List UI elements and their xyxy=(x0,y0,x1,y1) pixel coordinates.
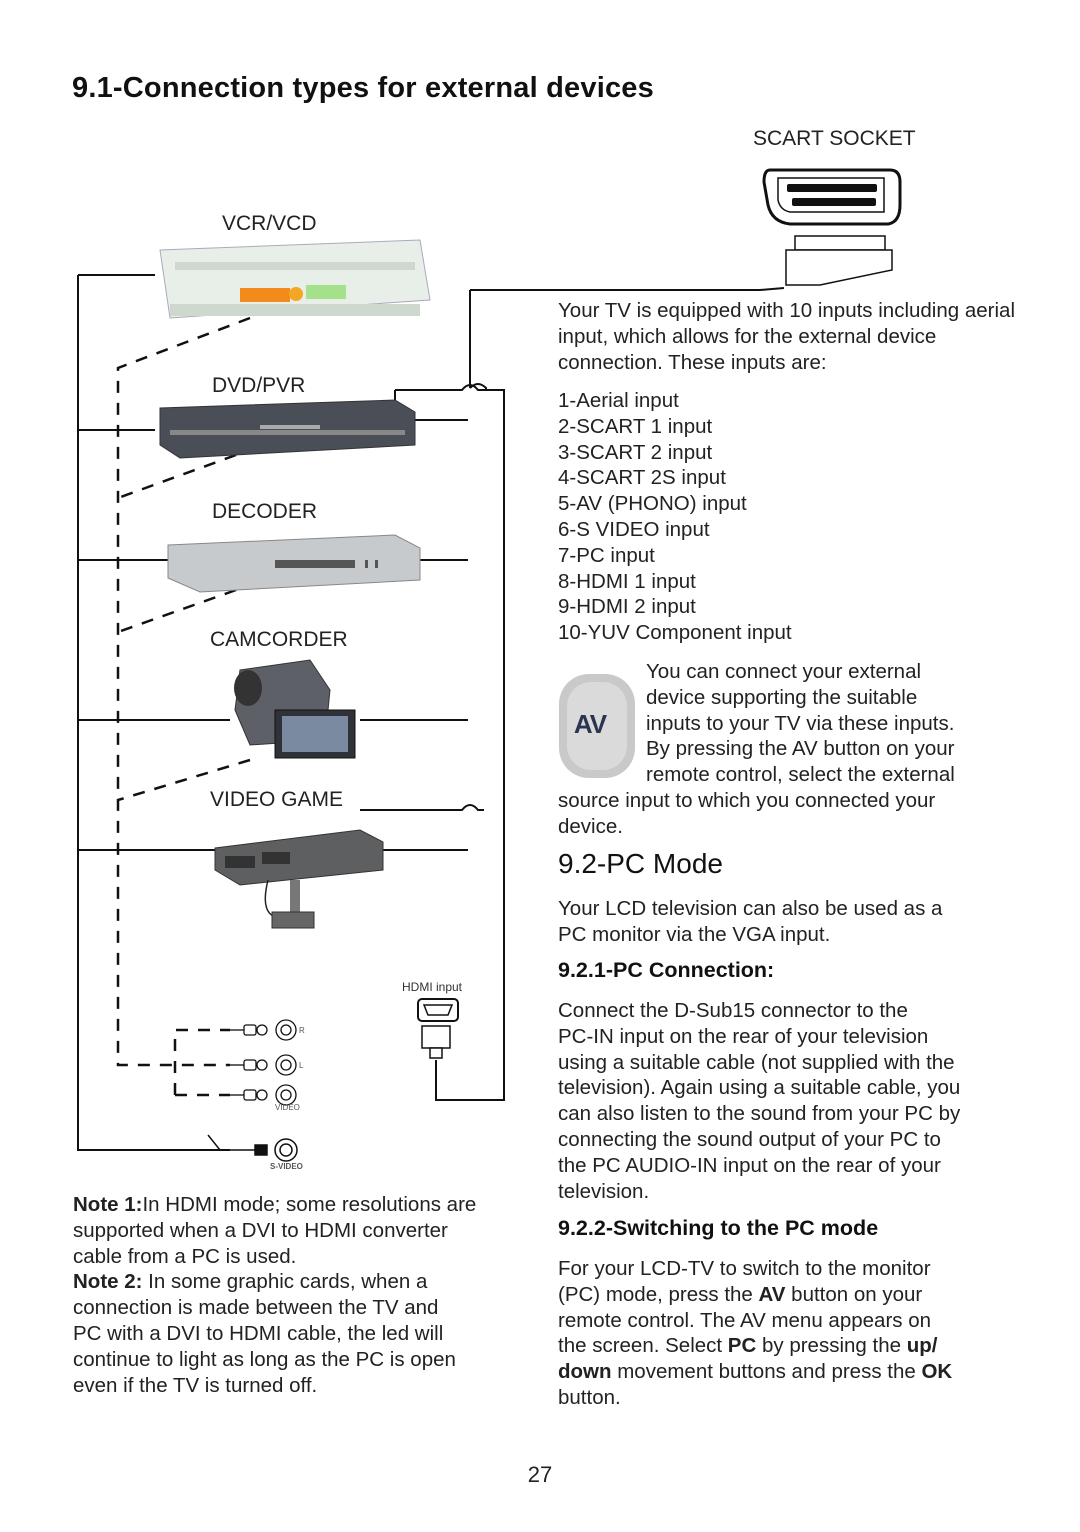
inputs-list: 1-Aerial input 2-SCART 1 input 3-SCART 2… xyxy=(558,388,792,646)
note-2-line: even if the TV is turned off. xyxy=(73,1373,318,1397)
video-game-label: VIDEO GAME xyxy=(210,788,344,811)
scart-socket-label: SCART SOCKET xyxy=(753,127,916,150)
rca-video-label: VIDEO xyxy=(275,1103,300,1112)
av-line: device. xyxy=(558,814,623,838)
dvd-device-icon xyxy=(159,399,416,459)
note-1-label: Note 1: xyxy=(73,1193,143,1216)
av-line: You can connect your external xyxy=(646,660,922,683)
page-title: 9.1-Connection types for external device… xyxy=(72,72,654,104)
av-button-icon: AV xyxy=(557,672,637,780)
pc-connection-line: television. xyxy=(558,1179,650,1203)
pc-mode-heading: 9.2-PC Mode xyxy=(558,848,723,879)
list-item: 8-HDMI 1 input xyxy=(558,569,696,593)
switch-text-part: the screen. Select xyxy=(558,1334,728,1358)
switch-line: the screen. Select PC by pressing the up… xyxy=(558,1333,952,1359)
av-keyword: AV xyxy=(758,1282,786,1306)
pc-connection-heading: 9.2.1-PC Connection: xyxy=(558,958,775,982)
pc-connection-line: the PC AUDIO-IN input on the rear of you… xyxy=(558,1153,941,1177)
list-item: 2-SCART 1 input xyxy=(558,414,713,438)
list-item: 7-PC input xyxy=(558,543,655,567)
switch-line: remote control. The AV menu appears on xyxy=(558,1308,932,1332)
list-item: 5-AV (PHONO) input xyxy=(558,492,747,516)
pc-connection-line: Connect the D-Sub15 connector to the xyxy=(558,999,908,1022)
dvd-label: DVD/PVR xyxy=(212,374,306,397)
pc-connection-line: using a suitable cable (not supplied wit… xyxy=(558,1050,955,1074)
av-line: inputs to your TV via these inputs. xyxy=(646,711,955,735)
switching-text: For your LCD-TV to switch to the monitor… xyxy=(558,1256,952,1411)
switching-heading: 9.2.2-Switching to the PC mode xyxy=(558,1216,879,1240)
note-2-line: continue to light as long as the PC is o… xyxy=(73,1347,456,1371)
decoder-label: DECODER xyxy=(212,500,318,523)
av-description: You can connect your external device sup… xyxy=(646,659,955,788)
pc-connection-line: connecting the sound output of your PC t… xyxy=(558,1127,941,1151)
page-number: 27 xyxy=(527,1462,553,1487)
av-line: device supporting the suitable xyxy=(646,685,918,709)
pc-intro-line: PC monitor via the VGA input. xyxy=(558,922,831,946)
svideo-label: S-VIDEO xyxy=(270,1162,303,1171)
pc-connection-line: PC-IN input on the rear of your televisi… xyxy=(558,1024,929,1048)
pc-connection-line: television). Again using a suitable cabl… xyxy=(558,1076,961,1100)
note-2-line: connection is made between the TV and xyxy=(73,1296,439,1320)
vcr-label: VCR/VCD xyxy=(222,212,317,235)
ok-keyword: OK xyxy=(921,1360,953,1384)
switch-line: button. xyxy=(558,1385,621,1409)
vcr-device-icon xyxy=(159,239,431,319)
note-2-line: PC with a DVI to HDMI cable, the led wil… xyxy=(73,1321,444,1345)
list-item: 4-SCART 2S input xyxy=(558,466,726,490)
scart-socket-icon xyxy=(762,168,902,226)
video-game-icon xyxy=(214,829,384,929)
list-item: 10-YUV Component input xyxy=(558,621,792,645)
note-1-line: In HDMI mode; some resolutions are xyxy=(142,1193,477,1216)
down-keyword: down xyxy=(558,1360,612,1384)
av-description-tail: source input to which you connected your… xyxy=(558,788,935,840)
av-line: source input to which you connected your xyxy=(558,789,936,812)
switch-text-part: by pressing the xyxy=(756,1334,907,1358)
hdmi-input-label: HDMI input xyxy=(402,980,463,994)
switch-line: For your LCD-TV to switch to the monitor xyxy=(558,1257,931,1280)
camcorder-label: CAMCORDER xyxy=(210,628,348,651)
switch-line: (PC) mode, press the AV button on your xyxy=(558,1282,952,1308)
list-item: 9-HDMI 2 input xyxy=(558,595,696,619)
list-item: 1-Aerial input xyxy=(558,389,679,412)
note-1: Note 1:In HDMI mode; some resolutions ar… xyxy=(73,1192,533,1398)
up-keyword: up/ xyxy=(906,1334,938,1358)
hdmi-socket-icon xyxy=(417,998,459,1059)
list-item: 6-S VIDEO input xyxy=(558,517,710,541)
pc-mode-intro: Your LCD television can also be used as … xyxy=(558,896,942,948)
scart-plug-icon xyxy=(785,235,893,286)
rca-l-label: L xyxy=(299,1061,304,1070)
svideo-plug-icon xyxy=(207,1134,298,1162)
decoder-device-icon xyxy=(167,534,421,593)
switch-line: down movement buttons and press the OK xyxy=(558,1359,952,1385)
note-1-line: supported when a DVI to HDMI converter xyxy=(73,1218,448,1242)
switch-text-part: (PC) mode, press the xyxy=(558,1282,759,1306)
note-2-label: Note 2: xyxy=(73,1270,143,1294)
av-icon-text: AV xyxy=(573,709,607,739)
note-1-line: cable from a PC is used. xyxy=(73,1244,297,1268)
pc-connection-line: can also listen to the sound from your P… xyxy=(558,1102,961,1126)
av-line: remote control, select the external xyxy=(646,763,955,787)
camcorder-icon xyxy=(234,659,356,759)
switch-text-part: movement buttons and press the xyxy=(611,1360,922,1384)
list-item: 3-SCART 2 input xyxy=(558,440,713,464)
av-line: By pressing the AV button on your xyxy=(646,737,955,761)
pc-connection-text: Connect the D-Sub15 connector to the PC-… xyxy=(558,998,960,1204)
intro-paragraph: Your TV is equipped with 10 inputs inclu… xyxy=(558,299,1015,374)
switch-text-part: button on your xyxy=(785,1282,923,1306)
pc-intro-line: Your LCD television can also be used as … xyxy=(558,897,943,920)
rca-r-label: R xyxy=(299,1026,305,1035)
pc-keyword: PC xyxy=(727,1334,757,1358)
rca-plugs-icon xyxy=(230,1019,297,1106)
note-2-line: In some graphic cards, when a xyxy=(142,1270,428,1294)
